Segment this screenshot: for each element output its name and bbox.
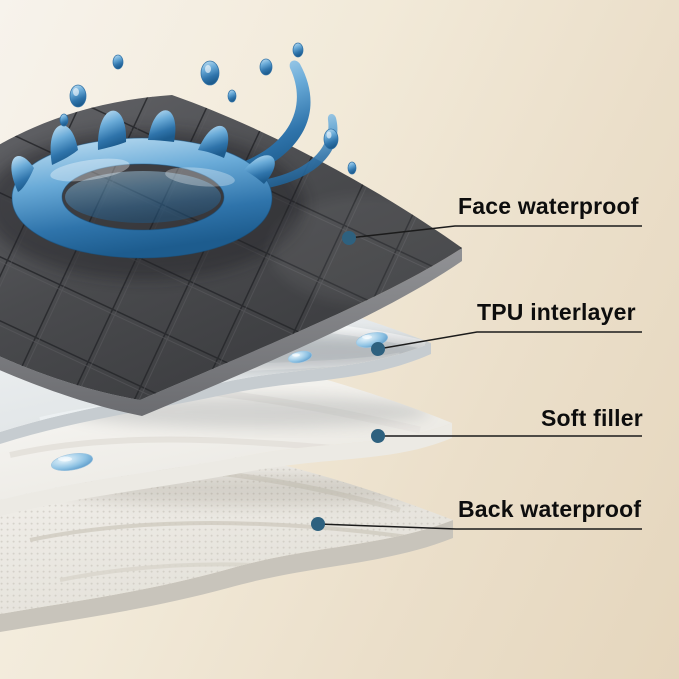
- water-splash: [11, 42, 357, 259]
- droplet-highlight: [205, 65, 211, 73]
- droplet-highlight: [58, 456, 72, 462]
- droplet-highlight: [73, 88, 79, 96]
- callout-dot-face-waterproof: [342, 231, 356, 245]
- callout-label-tpu-interlayer: TPU interlayer: [477, 299, 636, 325]
- callout-dot-soft-filler: [371, 429, 385, 443]
- callout-line-face-waterproof: [348, 225, 642, 239]
- tpu-layer-edge: [0, 343, 431, 444]
- water-droplet: [259, 58, 273, 76]
- splash-spike: [97, 110, 127, 150]
- splash-highlight: [165, 167, 235, 187]
- water-droplet: [227, 89, 237, 103]
- callouts: [311, 225, 642, 531]
- splash-highlight: [50, 158, 130, 182]
- back-layer-edge: [0, 520, 453, 632]
- texture-stroke: [29, 521, 431, 542]
- callout-label-soft-filler: Soft filler: [541, 405, 643, 431]
- water-droplet: [292, 42, 304, 58]
- splash-spike: [148, 110, 176, 142]
- splash-spike: [50, 125, 78, 165]
- callout-line-back-waterproof: [317, 523, 642, 530]
- layer-face-waterproof: [0, 42, 462, 416]
- water-droplet: [200, 60, 220, 86]
- callout-label-back-waterproof: Back waterproof: [458, 496, 642, 522]
- droplet-highlight: [292, 353, 300, 357]
- droplet-highlight: [362, 335, 372, 339]
- splash-spike: [198, 125, 229, 158]
- callout-dot-tpu-interlayer: [371, 342, 385, 356]
- droplet-highlight: [326, 131, 332, 139]
- water-droplet: [59, 113, 69, 127]
- water-droplet: [323, 128, 339, 150]
- water-droplet: [69, 84, 87, 108]
- water-droplet: [347, 161, 357, 175]
- splash-spike: [244, 155, 275, 184]
- splash-pool: [65, 171, 221, 223]
- splash-spray: [262, 114, 338, 188]
- water-droplet: [112, 54, 124, 70]
- callout-label-face-waterproof: Face waterproof: [458, 193, 639, 219]
- filler-layer-edge: [0, 423, 452, 516]
- callout-dot-back-waterproof: [311, 517, 325, 531]
- splash-ring: [11, 137, 273, 259]
- fabric-sheen: [270, 195, 462, 305]
- callout-line-tpu-interlayer: [377, 331, 642, 350]
- splash-spike: [11, 155, 34, 192]
